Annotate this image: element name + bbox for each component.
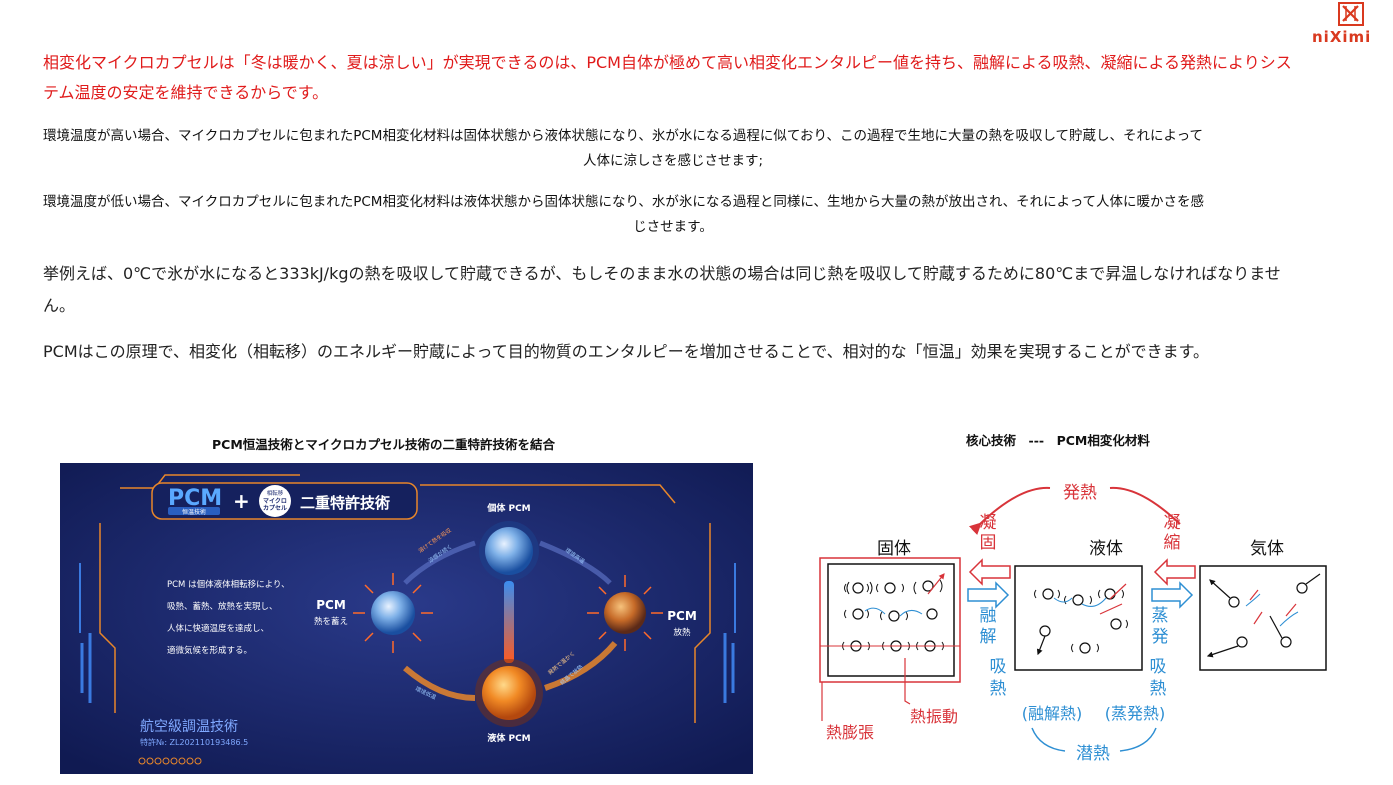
hot-environment-paragraph: 環境温度が高い場合、マイクロカプセルに包まれたPCM相変化材料は固体状態から液体… <box>43 124 1303 174</box>
badge-line-3: カプセル <box>263 504 287 512</box>
thermal-vibration-label: 熱振動 <box>910 707 958 726</box>
cold-line-1: 環境温度が低い場合、マイクロカプセルに包まれたPCM相変化材料は液体状態から固体… <box>43 194 1205 210</box>
left-figure-caption: PCM恒温技術とマイクロカプセル技術の二重特許技術を結合 <box>212 437 556 452</box>
absorb-right-1: 吸 <box>1150 657 1167 677</box>
phase-change-diagram: 発熱 固体 液体 気体 凝 固 凝 縮 融 解 吸 熱 蒸 発 吸 熱 <box>819 483 1327 764</box>
banner-patent-no: 特許№: ZL202110193486.5 <box>140 737 248 747</box>
heat-evap-label: (蒸発熱) <box>1105 704 1166 723</box>
thermal-expansion-label: 熱膨張 <box>826 723 874 742</box>
right-figure-caption: 核心技術 --- PCM相変化材料 <box>966 433 1150 448</box>
diagram-exotherm: 発熱 <box>1063 483 1097 503</box>
banner-aviation: 航空級調温技術 <box>140 719 238 735</box>
heat-fusion-label: (融解熱) <box>1022 704 1083 723</box>
example-paragraph: 挙例えば、0℃で氷が水になると333kJ/kgの熱を吸収して貯蔵できるが、もしそ… <box>43 264 1281 315</box>
diagram-solid-title: 固体 <box>877 539 911 559</box>
condense-left-2: 固 <box>980 533 997 553</box>
diagram-liquid-title: 液体 <box>1089 539 1123 559</box>
banner-release-sub: 放熱 <box>673 627 691 638</box>
condense-left-1: 凝 <box>980 513 997 533</box>
absorb-left-1: 吸 <box>990 657 1007 677</box>
logo-text: niXimi <box>1312 28 1372 46</box>
banner-store-title: PCM <box>316 598 346 612</box>
melt-1: 融 <box>980 606 997 626</box>
brand-logo: niXimi <box>1310 2 1390 46</box>
banner-store-sub: 熱を蓄え <box>314 616 348 627</box>
cold-line-2: じさせます。 <box>633 219 713 235</box>
condense-right-2: 縮 <box>1164 533 1181 553</box>
diagram-gas-title: 気体 <box>1250 539 1284 559</box>
banner-desc-3: 人体に快適温度を達成し、 <box>167 623 269 634</box>
logo-mark-icon <box>1338 2 1364 26</box>
condense-right-1: 凝 <box>1164 513 1181 533</box>
evaporate-1: 蒸 <box>1152 606 1169 626</box>
banner-patent-title: 二重特許技術 <box>300 494 390 512</box>
melt-2: 解 <box>980 627 997 647</box>
latent-heat-label: 潜熱 <box>1076 744 1110 764</box>
badge-line-2: マイクロ <box>263 497 287 505</box>
banner-desc-1: PCM は個体液体相転移により、 <box>167 579 290 590</box>
banner-liquid-label: 液体 PCM <box>487 732 530 744</box>
hot-line-2: 人体に涼しさを感じさせます; <box>582 153 764 169</box>
banner-pcm-sub: 恒温技術 <box>182 508 206 516</box>
hot-line-1: 環境温度が高い場合、マイクロカプセルに包まれたPCM相変化材料は固体状態から液体… <box>43 128 1203 144</box>
pcm-banner-image: PCM 恒温技術 + 相転移 マイクロ カプセル 二重特許技術 PCM は個体液… <box>60 463 753 774</box>
badge-line-1: 相転移 <box>267 489 284 497</box>
principle-paragraph: PCMはこの原理で、相変化（相転移）のエネルギー貯蔵によって目的物質のエンタルピ… <box>43 342 1209 361</box>
banner-pcm-logo: PCM <box>168 486 222 511</box>
evaporate-2: 発 <box>1152 627 1169 647</box>
absorb-left-2: 熱 <box>990 679 1007 699</box>
intro-paragraph: 相変化マイクロカプセルは「冬は暖かく、夏は涼しい」が実現できるのは、PCM自体が… <box>43 53 1292 102</box>
absorb-right-2: 熱 <box>1150 679 1167 699</box>
banner-plus: + <box>233 489 250 513</box>
banner-desc-4: 適微気候を形成する。 <box>167 645 252 656</box>
banner-solid-label: 個体 PCM <box>486 502 530 514</box>
banner-desc-2: 吸熱、蓄熱、放熱を実現し、 <box>167 601 278 612</box>
banner-release-title: PCM <box>667 609 697 623</box>
cold-environment-paragraph: 環境温度が低い場合、マイクロカプセルに包まれたPCM相変化材料は液体状態から固体… <box>43 190 1303 240</box>
